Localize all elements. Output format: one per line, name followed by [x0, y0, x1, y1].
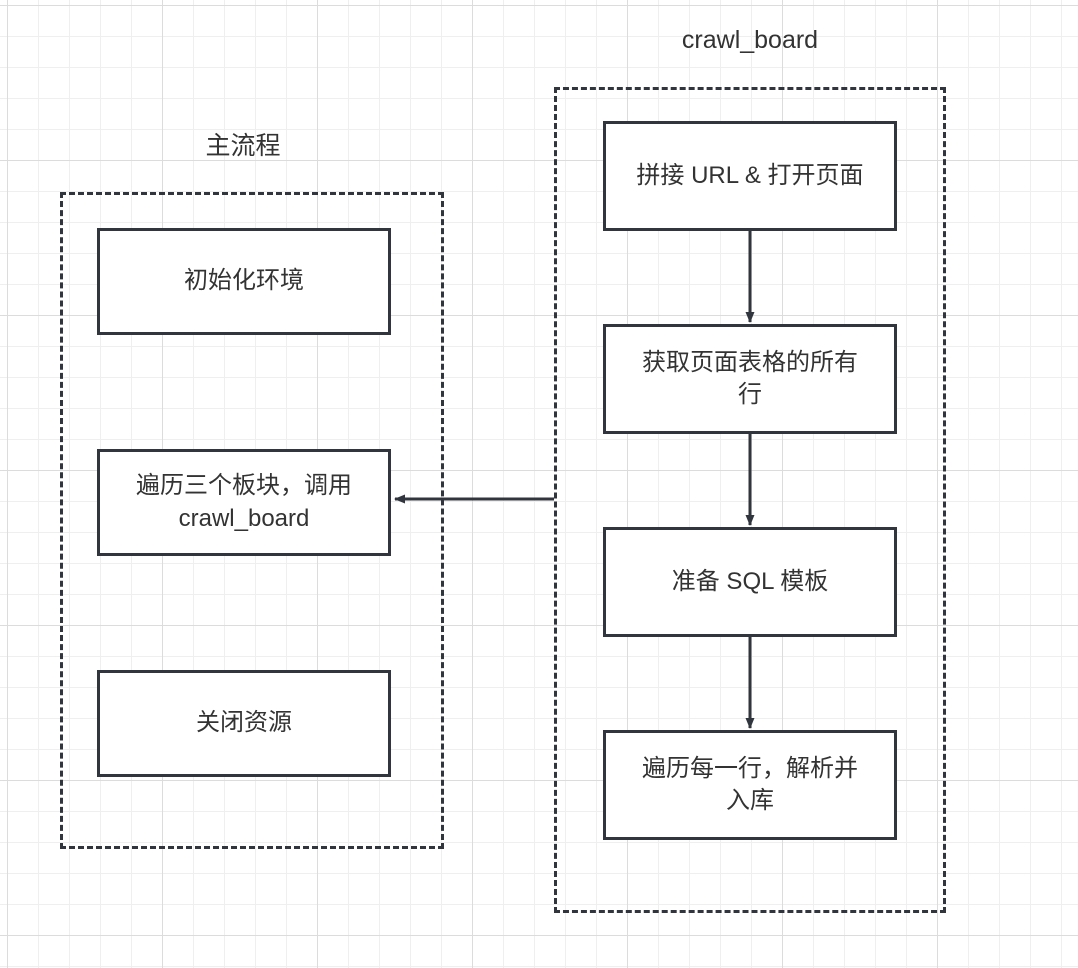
node-fetch-rows[interactable]: 获取页面表格的所有 行 — [603, 324, 897, 434]
node-prepare-sql[interactable]: 准备 SQL 模板 — [603, 527, 897, 637]
group-label-main-flow: 主流程 — [205, 132, 281, 160]
node-init-env[interactable]: 初始化环境 — [97, 228, 391, 335]
node-close-resources[interactable]: 关闭资源 — [97, 670, 391, 777]
node-fetch-rows-label: 获取页面表格的所有 行 — [642, 348, 858, 408]
node-iterate-boards-label: 遍历三个板块，调用 crawl_board — [136, 472, 352, 532]
node-init-env-label: 初始化环境 — [184, 267, 304, 295]
node-iterate-boards[interactable]: 遍历三个板块，调用 crawl_board — [97, 449, 391, 556]
node-parse-insert[interactable]: 遍历每一行，解析并 入库 — [603, 730, 897, 840]
node-build-url[interactable]: 拼接 URL & 打开页面 — [603, 121, 897, 231]
group-crawl-board — [554, 87, 946, 913]
group-main-flow — [60, 192, 444, 849]
node-prepare-sql-label: 准备 SQL 模板 — [671, 567, 829, 595]
group-label-crawl-board: crawl_board — [681, 26, 819, 54]
node-close-resources-label: 关闭资源 — [196, 709, 292, 737]
node-build-url-label: 拼接 URL & 打开页面 — [636, 161, 864, 189]
node-parse-insert-label: 遍历每一行，解析并 入库 — [642, 754, 858, 814]
